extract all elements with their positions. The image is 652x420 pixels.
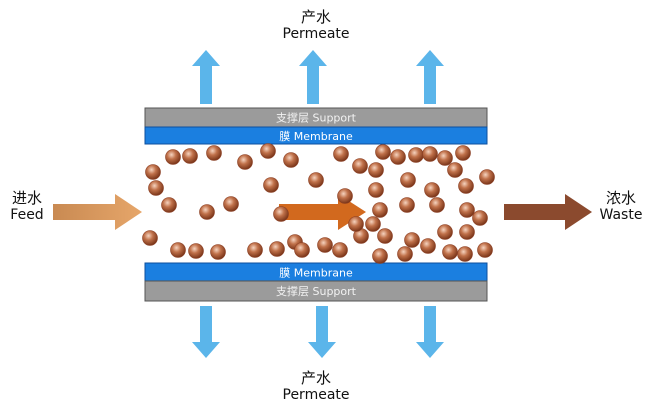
particle	[377, 228, 393, 244]
particle	[420, 238, 436, 254]
particle	[269, 241, 285, 257]
particle	[337, 188, 353, 204]
particle	[375, 144, 391, 160]
membrane-top	[144, 126, 488, 145]
particle-group	[142, 143, 495, 264]
permeate-arrow-down-1	[192, 306, 220, 358]
permeate-top-label-en: Permeate	[282, 26, 350, 43]
particle	[424, 182, 440, 198]
feed-arrow	[53, 194, 142, 230]
particle	[437, 224, 453, 240]
permeate-arrow-up-2	[299, 50, 327, 104]
particle	[372, 202, 388, 218]
particle	[397, 246, 413, 262]
particle	[188, 243, 204, 259]
waste-label: 浓水 Waste	[592, 189, 650, 224]
particle	[404, 232, 420, 248]
permeate-top-label: 产水 Permeate	[268, 8, 364, 43]
particle	[422, 146, 438, 162]
particle	[365, 216, 381, 232]
particle	[148, 180, 164, 196]
permeate-arrow-down-2	[308, 306, 336, 358]
particle	[352, 158, 368, 174]
support-layer-bottom	[144, 280, 488, 302]
waste-label-zh: 浓水	[605, 189, 636, 207]
particle	[260, 143, 276, 159]
particle	[317, 237, 333, 253]
permeate-top-label-zh: 产水	[300, 8, 331, 26]
particle	[333, 146, 349, 162]
particle	[457, 246, 473, 262]
particle	[283, 152, 299, 168]
particle	[442, 244, 458, 260]
particle	[263, 177, 279, 193]
waste-arrow	[504, 194, 592, 230]
membrane-top-label: 膜 Membrane	[279, 130, 353, 143]
particle	[237, 154, 253, 170]
particle	[479, 169, 495, 185]
particle	[165, 149, 181, 165]
permeate-arrow-down-3	[416, 306, 444, 358]
permeate-arrow-up-3	[416, 50, 444, 104]
particle	[182, 148, 198, 164]
permeate-arrow-up-1	[192, 50, 220, 104]
particle	[273, 206, 289, 222]
support-layer-top-label: 支撑层 Support	[276, 111, 357, 125]
particle	[447, 162, 463, 178]
permeate-bottom-label: 产水 Permeate	[268, 369, 364, 404]
particle	[145, 164, 161, 180]
particle	[368, 162, 384, 178]
support-layer-bottom-label: 支撑层 Support	[276, 284, 357, 298]
particle	[223, 196, 239, 212]
particle	[368, 182, 384, 198]
feed-label-en: Feed	[10, 207, 44, 224]
waste-label-en: Waste	[599, 207, 643, 224]
feed-label: 进水 Feed	[2, 189, 52, 224]
particle	[400, 172, 416, 188]
particle	[332, 242, 348, 258]
particle	[247, 242, 263, 258]
particle	[477, 242, 493, 258]
particle	[199, 204, 215, 220]
particle	[348, 216, 364, 232]
particle	[399, 197, 415, 213]
particle	[455, 145, 471, 161]
particle	[161, 197, 177, 213]
particle	[372, 248, 388, 264]
feed-label-zh: 进水	[11, 189, 42, 207]
particle	[459, 224, 475, 240]
particle	[429, 197, 445, 213]
particle	[210, 244, 226, 260]
membrane-bottom-label: 膜 Membrane	[279, 267, 353, 280]
particle	[142, 230, 158, 246]
particle	[170, 242, 186, 258]
particle	[459, 202, 475, 218]
particle	[294, 242, 310, 258]
particle	[437, 150, 453, 166]
particle	[206, 145, 222, 161]
permeate-bottom-label-zh: 产水	[300, 369, 331, 387]
particle	[472, 210, 488, 226]
particle	[458, 178, 474, 194]
particle	[408, 147, 424, 163]
permeate-bottom-label-en: Permeate	[282, 387, 350, 404]
particle	[308, 172, 324, 188]
particle	[390, 149, 406, 165]
